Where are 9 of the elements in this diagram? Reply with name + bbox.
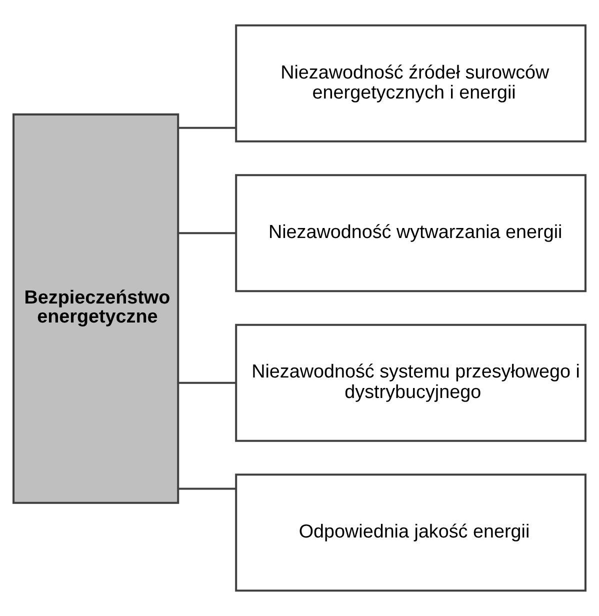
connector <box>178 232 236 234</box>
node-box: Bezpieczeństwo energetyczne <box>12 113 180 504</box>
node-box: Niezawodność źródeł surowców energetycznych i energii <box>235 24 586 142</box>
node-box: Niezawodność wytwarzania energii <box>235 174 586 292</box>
node-box: Niezawodność systemu przesyłowego i dystrybucyjnego <box>235 324 586 442</box>
connector <box>178 488 236 490</box>
node-box: Odpowiednia jakość energii <box>235 474 586 592</box>
connector <box>178 382 236 384</box>
connector <box>178 126 236 129</box>
